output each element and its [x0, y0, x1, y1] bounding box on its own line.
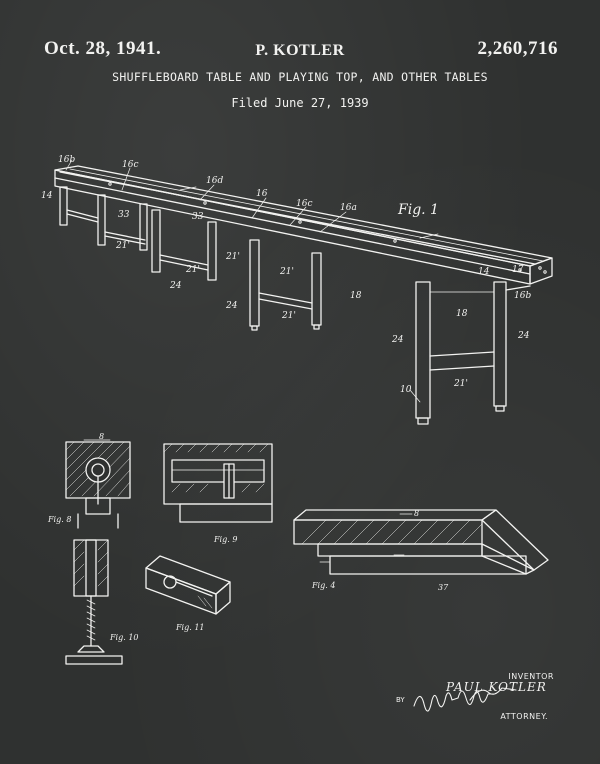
fig1-shuffleboard-table: [54, 159, 553, 425]
fig1-label: Fig. 1: [397, 202, 439, 218]
inventor-caption: INVENTOR: [508, 672, 554, 681]
ref-24-d: 24: [517, 331, 530, 341]
fig11-perspective-joint: [145, 555, 231, 615]
inventor-signature: PAUL KOTLER: [446, 680, 547, 694]
ref-24-a: 24: [169, 281, 182, 291]
ref-33-a: 33: [118, 210, 130, 220]
ref-21-f: 21': [453, 379, 468, 389]
ref-16a: 16a: [340, 203, 357, 213]
patent-number: 2,260,716: [477, 38, 558, 59]
ref-24-b: 24: [225, 301, 238, 311]
by-caption: BY: [396, 696, 405, 704]
ref-24-c: 24: [391, 335, 404, 345]
inventor-heading: P. KOTLER: [255, 42, 345, 59]
ref-37: 37: [438, 583, 449, 592]
ref-16c-a: 16c: [122, 160, 139, 170]
ref-8a: 8: [99, 432, 104, 441]
ref-14-right: 14: [478, 267, 490, 277]
fig10-label: Fig. 10: [109, 633, 139, 642]
fig8-label: Fig. 8: [47, 515, 71, 524]
ref-10: 10: [400, 385, 412, 395]
ref-16b-right: 16b: [514, 291, 531, 301]
ref-18-a: 18: [350, 291, 362, 301]
ref-18-b: 18: [456, 309, 468, 319]
fig9-label: Fig. 9: [213, 535, 237, 544]
ref-21-d: 21': [279, 267, 294, 277]
patent-title: SHUFFLEBOARD TABLE AND PLAYING TOP, AND …: [112, 70, 488, 84]
ref-33-b: 33: [192, 212, 204, 222]
attorney-caption: ATTORNEY.: [500, 712, 548, 721]
attorney-signature: [413, 687, 517, 712]
ref-16c-b: 16c: [296, 199, 313, 209]
ref-21-e: 21': [281, 311, 296, 321]
filed-date: Filed June 27, 1939: [231, 96, 369, 110]
fig4-label: Fig. 4: [311, 581, 335, 590]
fig11-label: Fig. 11: [175, 623, 205, 632]
fig4-cross-section: [293, 509, 549, 575]
fig9-cross-section: [163, 443, 273, 523]
patent-date: Oct. 28, 1941.: [44, 38, 162, 59]
ref-8b: 8: [414, 509, 419, 518]
ref-14-left: 14: [41, 191, 53, 201]
ref-21-a: 21': [115, 241, 130, 251]
ref-21-c: 21': [225, 252, 240, 262]
ref-17: 17: [512, 265, 524, 275]
ref-16: 16: [256, 189, 268, 199]
fig10-leveling-foot: [65, 539, 123, 665]
ref-21-b: 21': [185, 265, 200, 275]
fig8-cross-section: [65, 439, 131, 529]
ref-16b-left: 16b: [58, 155, 75, 165]
ref-16d: 16d: [206, 176, 223, 186]
